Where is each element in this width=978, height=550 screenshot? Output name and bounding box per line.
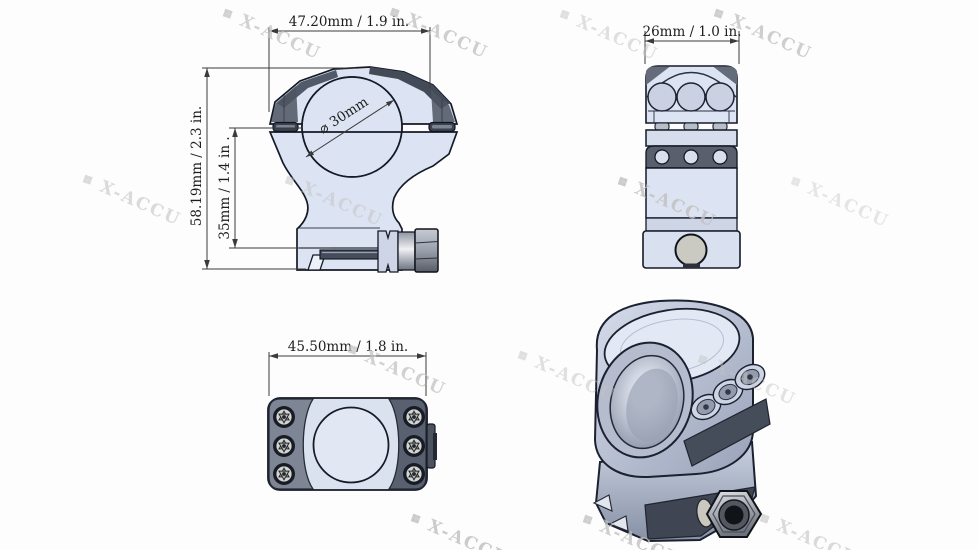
- bolt-shaft: [319, 249, 381, 260]
- bolt-collar: [397, 231, 416, 271]
- side-view: 47.20mm / 1.9 in. 58.19mm / 2.3 in. 35mm…: [189, 14, 459, 273]
- ear-shade-right: [431, 90, 455, 122]
- riser-body: [645, 167, 738, 219]
- iso-nut-bore: [724, 505, 744, 525]
- lower-clamp-band: [645, 129, 738, 147]
- arrowhead: [232, 128, 238, 137]
- cap-screw-boss: [705, 82, 735, 112]
- dimension-label-height: 58.19mm / 2.3 in.: [189, 106, 205, 226]
- riser-band: [645, 217, 738, 232]
- iso-hex-nut-facet: [712, 495, 756, 533]
- arrowhead: [306, 150, 315, 157]
- arrowhead: [385, 100, 394, 107]
- iso-bore-shadow: [626, 368, 678, 442]
- washer-highlight: [432, 125, 452, 129]
- nut-facet-line: [414, 241, 439, 244]
- ring-lower-half: [268, 76, 459, 271]
- isometric-view: [592, 299, 771, 543]
- dimension-label-saddle: 35mm / 1.4 in .: [217, 136, 233, 239]
- arrowhead: [421, 28, 430, 34]
- hex-nut-side: [414, 228, 439, 273]
- arrowhead: [730, 38, 739, 44]
- iso-screw-boss: [690, 393, 722, 421]
- side-part: [268, 66, 459, 273]
- pocket-hole: [712, 149, 728, 165]
- clamp-plate: [377, 230, 399, 273]
- nut-protrusion-edge: [433, 433, 437, 460]
- top-part: [267, 397, 437, 491]
- arrowhead: [269, 28, 278, 34]
- cap-screw-boss: [676, 82, 706, 112]
- torx-screw: [402, 405, 426, 429]
- top-view: 45.50mm / 1.8 in.: [267, 339, 437, 491]
- cap-corner-bevel: [713, 66, 737, 85]
- dimension-label-width: 45.50mm / 1.8 in.: [288, 339, 408, 355]
- front-dimensions: 26mm / 1.0 in.: [643, 24, 742, 64]
- iso-screw-boss: [734, 363, 766, 391]
- diameter-leader-line: [305, 99, 395, 158]
- rail-bottom-notch: [683, 263, 700, 268]
- torx-screw: [272, 405, 296, 429]
- rail-claw: [592, 494, 613, 513]
- dimension-label-width: 26mm / 1.0 in.: [643, 24, 742, 40]
- arrowhead: [269, 353, 278, 359]
- torx-screw: [272, 434, 296, 458]
- scope-bore-circle: [312, 406, 390, 484]
- split-washer: [712, 122, 728, 131]
- torx-screw: [402, 434, 426, 458]
- iso-side-recess: [683, 398, 771, 467]
- arrowhead: [417, 353, 426, 359]
- torx-screw: [272, 462, 296, 486]
- dimension-label-width: 47.20mm / 1.9 in.: [289, 14, 409, 30]
- cap-screw-boss: [647, 82, 677, 112]
- cap-corner-bevel: [646, 66, 670, 85]
- arrowhead: [204, 68, 210, 77]
- arrowhead: [232, 239, 238, 248]
- torx-screw: [402, 462, 426, 486]
- nut-facet-line: [414, 257, 439, 260]
- iso-screw-boss: [712, 378, 744, 406]
- front-part: [642, 65, 741, 269]
- rail-claw: [608, 515, 629, 532]
- arrowhead: [645, 38, 654, 44]
- pocket-hole: [683, 149, 699, 165]
- front-view: 26mm / 1.0 in.: [642, 24, 742, 269]
- bolt-end-circle: [674, 233, 708, 267]
- top-dimensions: 45.50mm / 1.8 in.: [268, 339, 427, 396]
- split-washer: [683, 122, 699, 131]
- pocket-hole: [654, 149, 670, 165]
- arrowhead: [204, 260, 210, 269]
- split-washer: [654, 122, 670, 131]
